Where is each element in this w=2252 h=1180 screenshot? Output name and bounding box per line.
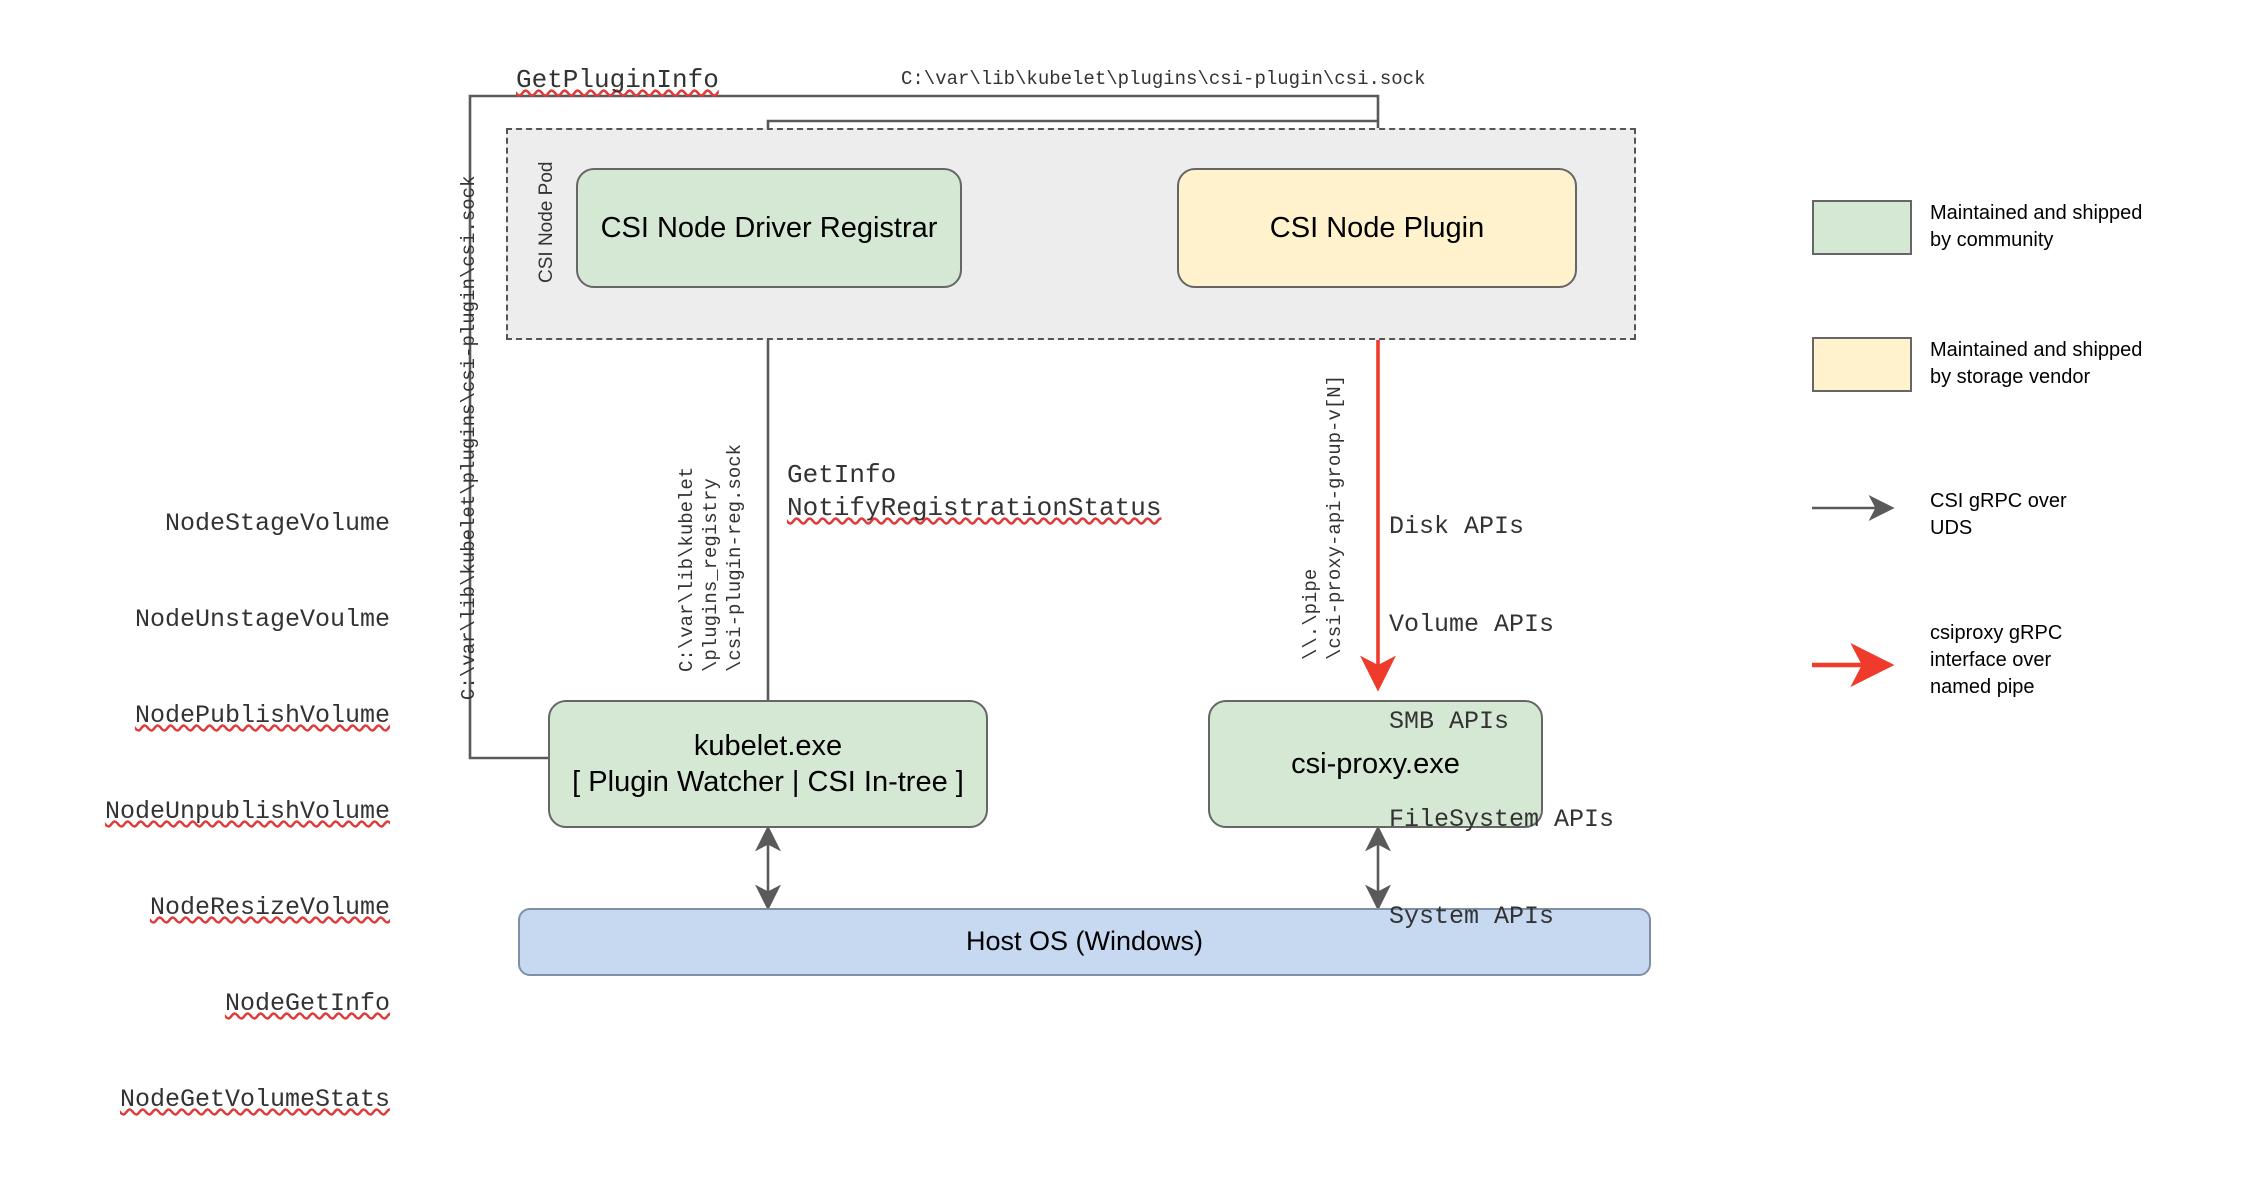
csi-node-plugin-label: CSI Node Plugin — [1269, 211, 1485, 244]
csi-proxy-api-item: Volume APIs — [1389, 609, 1555, 639]
csi-proxy-label: csi-proxy.exe — [1291, 747, 1460, 780]
node-operation-item: NodePublishVolume — [134, 701, 390, 730]
kubelet-box[interactable]: kubelet.exe [ Plugin Watcher | CSI In-tr… — [548, 700, 988, 828]
registration-call-notify: NotifyRegistrationStatus — [787, 493, 1162, 523]
registry-path-line-1: C:\var\lib\kubelet — [676, 466, 698, 672]
pipe-path-line-1: \\.\pipe — [1300, 568, 1322, 660]
node-operation-item: NodeGetVolumeStats — [119, 1085, 390, 1114]
node-operation-item: NodeUnpublishVolume — [104, 797, 390, 826]
csi-proxy-api-item: FileSystem APIs — [1389, 804, 1615, 834]
diagram-canvas: CSI Node Pod CSI Node Driver Registrar C… — [105, 65, 2143, 1114]
registry-path-line-2: \plugins_registry — [700, 478, 722, 672]
csi-proxy-api-item: SMB APIs — [1389, 707, 1510, 736]
host-os-label: Host OS (Windows) — [965, 926, 1204, 957]
kubelet-subtitle: [ Plugin Watcher | CSI In-tree ] — [572, 766, 964, 798]
legend-label-csi-grpc-uds: CSI gRPC over UDS — [1930, 490, 2067, 539]
csi-node-pod-label: CSI Node Pod — [536, 161, 557, 283]
node-operation-item: NodeUnstageVoulme — [134, 605, 390, 634]
registry-path-line-3: \csi-plugin-reg.sock — [724, 443, 746, 672]
node-operation-item: NodeResizeVolume — [149, 893, 390, 922]
csi-proxy-api-list: Disk APIs Volume APIs SMB APIs FileSyste… — [1389, 446, 1614, 999]
legend-swatch-vendor — [1812, 337, 1912, 392]
csi-sock-path-top-label: C:\var\lib\kubelet\plugins\csi-plugin\cs… — [901, 68, 1426, 90]
node-operation-item: NodeStageVolume — [164, 509, 390, 538]
legend-swatch-community — [1812, 200, 1912, 255]
get-plugin-info-label: GetPluginInfo — [516, 65, 719, 95]
csi-proxy-api-item: Disk APIs — [1389, 512, 1525, 541]
legend-label-community: Maintained and shipped by community — [1930, 202, 2143, 251]
csi-proxy-api-item: System APIs — [1389, 902, 1555, 931]
host-os-box[interactable]: Host OS (Windows) — [518, 908, 1651, 976]
pipe-path-line-2: \csi-proxy-api-group-v[N] — [1324, 374, 1346, 660]
legend-label-csiproxy-named-pipe: csiproxy gRPC interface over named pipe — [1930, 622, 2063, 698]
csi-sock-path-left-label: C:\var\lib\kubelet\plugins\csi-plugin\cs… — [458, 175, 480, 701]
registration-call-getinfo: GetInfo — [787, 460, 897, 490]
csi-node-driver-registrar-box[interactable]: CSI Node Driver Registrar — [576, 168, 962, 288]
csi-proxy-box[interactable]: csi-proxy.exe — [1208, 700, 1543, 828]
kubelet-title: kubelet.exe — [693, 729, 843, 762]
node-operation-item: NodeGetInfo — [224, 989, 390, 1018]
csi-node-driver-registrar-label: CSI Node Driver Registrar — [600, 211, 938, 244]
csi-node-plugin-box[interactable]: CSI Node Plugin — [1177, 168, 1577, 288]
node-operations-list: NodeStageVolume NodeUnstageVoulme NodePu… — [60, 444, 390, 1180]
legend-label-vendor: Maintained and shipped by storage vendor — [1930, 339, 2143, 388]
